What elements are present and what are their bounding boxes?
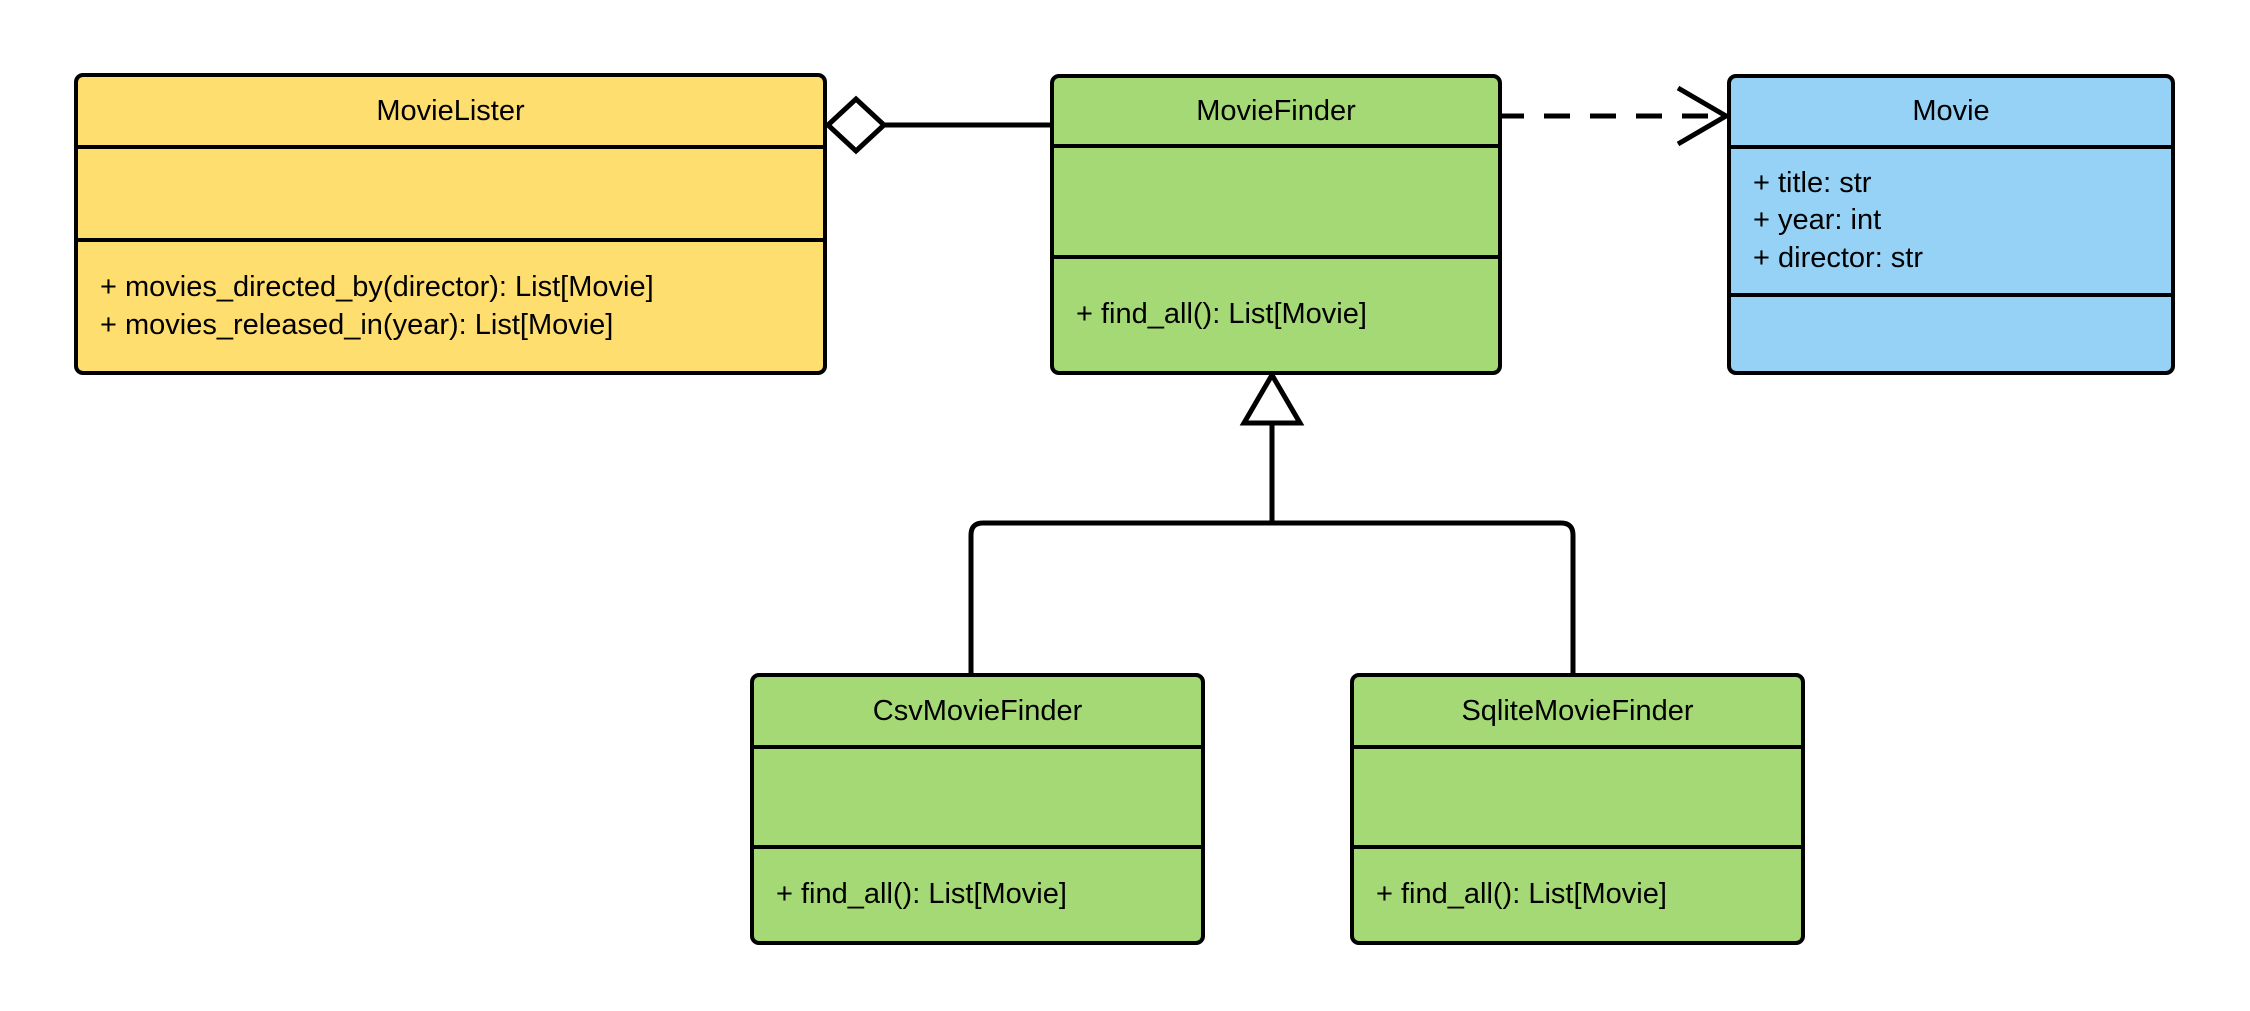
method-item: + movies_released_in(year): List[Movie] [100,308,614,341]
methods-compartment-movie-finder: + find_all(): List[Movie] [1054,255,1498,371]
class-name-movie-lister: MovieLister [376,94,525,127]
class-box-movie[interactable]: Movie + title: str + year: int + directo… [1727,74,2175,375]
attributes-compartment-movie-finder [1054,144,1498,255]
class-name-movie-finder: MovieFinder [1196,94,1356,127]
generalization-edge [968,370,1576,673]
attributes-compartment-sqlite-movie-finder [1354,745,1801,845]
open-diamond-icon [824,95,888,155]
attribute-item: + title: str [1753,167,1872,200]
method-item: + find_all(): List[Movie] [1376,878,1667,911]
class-box-sqlite-movie-finder[interactable]: SqliteMovieFinder + find_all(): List[Mov… [1350,673,1805,945]
generalization-fork [968,520,1576,673]
attribute-item: + year: int [1753,204,1882,237]
aggregation-edge [824,95,1052,155]
attributes-compartment-movie-lister [78,145,823,238]
methods-compartment-sqlite-movie-finder: + find_all(): List[Movie] [1354,845,1801,941]
attributes-compartment-csv-movie-finder [754,745,1201,845]
methods-compartment-movie [1731,293,2171,371]
open-arrow-icon [1676,85,1731,147]
class-box-movie-finder[interactable]: MovieFinder + find_all(): List[Movie] [1050,74,1502,375]
method-item: + find_all(): List[Movie] [776,878,1067,911]
class-name-sqlite-movie-finder: SqliteMovieFinder [1461,694,1694,727]
method-item: + movies_directed_by(director): List[Mov… [100,271,654,304]
class-name-movie: Movie [1912,95,1990,127]
hollow-triangle-icon [1239,370,1305,426]
attribute-item: + director: str [1753,241,1924,274]
methods-compartment-csv-movie-finder: + find_all(): List[Movie] [754,845,1201,941]
class-name-csv-movie-finder: CsvMovieFinder [872,694,1083,727]
methods-compartment-movie-lister: + movies_directed_by(director): List[Mov… [78,238,823,371]
class-box-movie-lister[interactable]: MovieLister + movies_directed_by(directo… [74,73,827,375]
attributes-compartment-movie: + title: str + year: int + director: str [1731,145,2171,293]
class-box-csv-movie-finder[interactable]: CsvMovieFinder + find_all(): List[Movie] [750,673,1205,945]
dependency-edge [1498,85,1731,147]
method-item: + find_all(): List[Movie] [1076,298,1367,331]
